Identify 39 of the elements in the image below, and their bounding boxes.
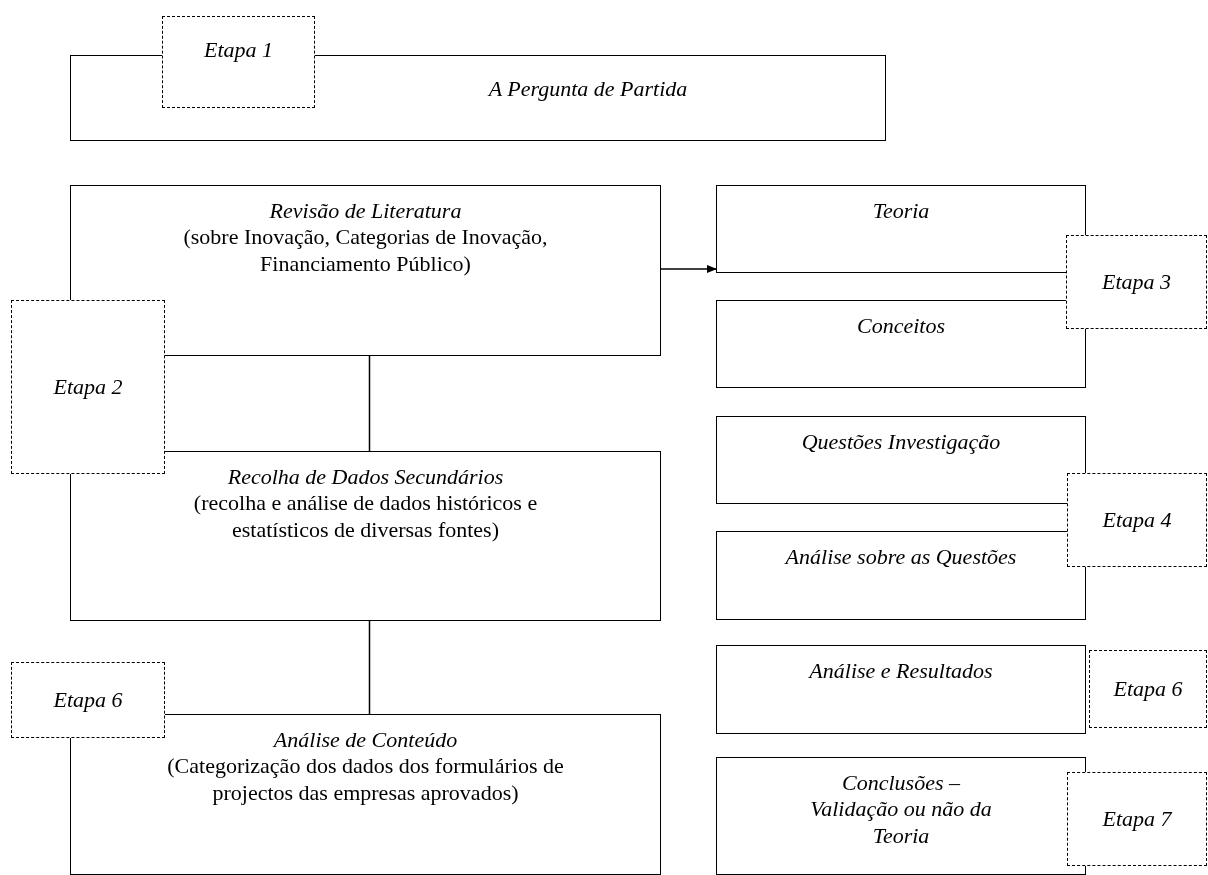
stage-box: [162, 16, 315, 108]
process-box: [716, 416, 1086, 504]
arrow: [660, 265, 717, 273]
stage-box: [1089, 650, 1207, 728]
box-title: Recolha de Dados Secundários: [226, 464, 505, 491]
box-title: Etapa 2: [52, 373, 124, 401]
stage-box: [11, 300, 165, 474]
process-box: [716, 185, 1086, 273]
stage-box: [1066, 235, 1207, 329]
box-description: (Categorização dos dados dos formulários de projectos das empresas aprovados): [166, 753, 565, 807]
process-box: [70, 714, 661, 875]
box-title: Etapa 7: [1101, 805, 1173, 833]
process-box: [70, 451, 661, 621]
box-title: Conclusões – Validação ou não da Teoria: [809, 770, 993, 850]
box-title: Etapa 1: [202, 37, 275, 64]
process-box: [716, 531, 1086, 620]
box-title: Teoria: [871, 198, 931, 225]
stage-box: [1067, 473, 1207, 567]
box-title: Etapa 6: [1112, 675, 1184, 703]
box-title: Análise e Resultados: [807, 658, 994, 685]
box-description: (recolha e análise de dados históricos e estatísticos de diversas fontes): [192, 490, 539, 544]
box-title: Conceitos: [856, 313, 946, 340]
stage-box: [11, 662, 165, 738]
process-box: [716, 645, 1086, 734]
connector-line: [368, 355, 371, 452]
process-box: [70, 185, 661, 356]
box-title: Análise sobre as Questões: [783, 544, 1018, 571]
box-description: (sobre Inovação, Categorias de Inovação, Financiamento Público): [182, 224, 549, 278]
stage-box: [1067, 772, 1207, 866]
box-title: Revisão de Literatura: [268, 198, 463, 225]
box-title: A Pergunta de Partida: [486, 76, 689, 103]
box-title: Etapa 3: [1100, 268, 1173, 296]
process-box: [716, 300, 1086, 388]
box-title: Análise de Conteúdo: [271, 727, 459, 754]
box-title: Etapa 4: [1101, 506, 1173, 534]
connector-line: [368, 620, 371, 715]
box-title: Etapa 6: [52, 686, 124, 714]
box-title: Questões Investigação: [800, 429, 1002, 456]
process-box: [716, 757, 1086, 875]
